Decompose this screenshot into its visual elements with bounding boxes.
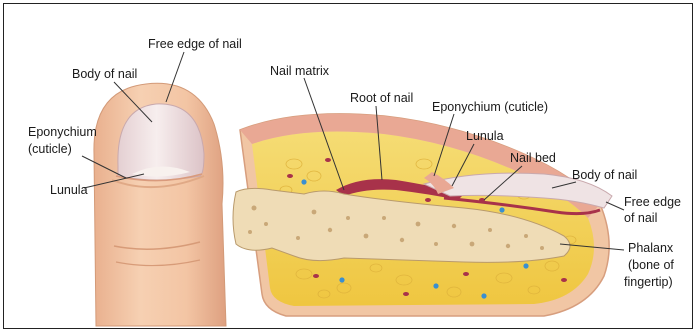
label-phalanx-2: (bone of	[628, 258, 674, 272]
label-nail-bed: Nail bed	[510, 151, 556, 165]
fingertip-cross-section	[233, 114, 612, 316]
fingertip-nail-anatomy-diagram: Free edge of nail Body of nail Eponychiu…	[4, 4, 694, 330]
label-eponychium-right: Eponychium (cuticle)	[432, 100, 548, 114]
label-cuticle-left: (cuticle)	[28, 142, 72, 156]
label-free-edge-left: Free edge of nail	[148, 37, 242, 51]
label-body-right: Body of nail	[572, 168, 637, 182]
label-lunula-left: Lunula	[50, 183, 88, 197]
label-phalanx: Phalanx	[628, 241, 674, 255]
label-phalanx-3: fingertip)	[624, 275, 673, 289]
label-free-edge-right: Free edge	[624, 195, 681, 209]
label-free-edge-right-2: of nail	[624, 211, 657, 225]
label-nail-matrix: Nail matrix	[270, 64, 330, 78]
label-lunula-right: Lunula	[466, 129, 504, 143]
label-root-of-nail: Root of nail	[350, 91, 413, 105]
label-eponychium-left: Eponychium	[28, 125, 97, 139]
label-body-left: Body of nail	[72, 67, 137, 81]
leader-free-edge-right	[606, 202, 624, 210]
finger-external-view	[94, 83, 226, 326]
diagram-frame: Free edge of nail Body of nail Eponychiu…	[3, 3, 693, 329]
